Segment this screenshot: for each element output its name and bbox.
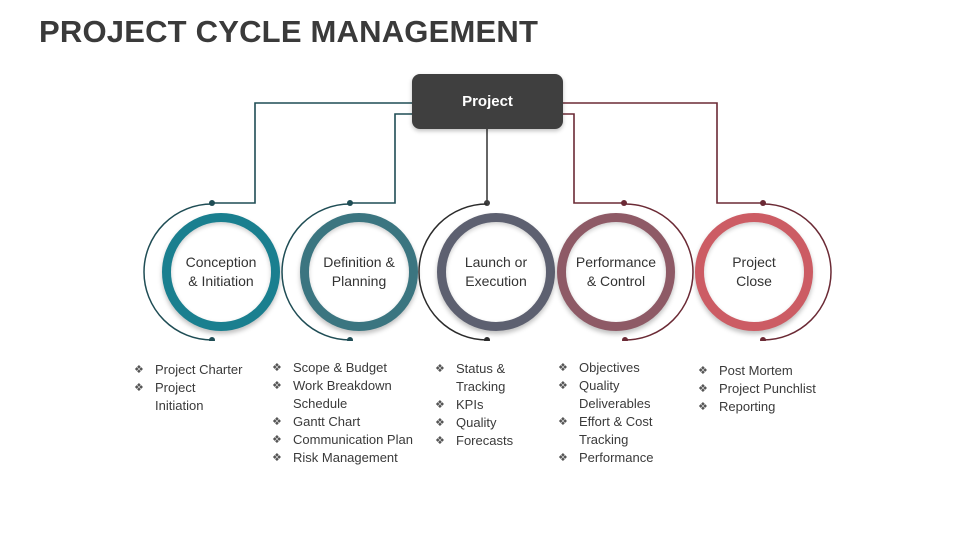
list-item: Reporting [698, 398, 833, 416]
stage-disc: Launch or Execution [437, 213, 555, 331]
stage-disc: Project Close [695, 213, 813, 331]
list-item: Communication Plan [272, 431, 432, 449]
stage-items-definition: Scope & Budget Work Breakdown Schedule G… [272, 359, 432, 467]
stage-label: Launch or Execution [464, 254, 528, 289]
list-item: Project Initiation [134, 379, 225, 415]
stage-outer-ring [622, 203, 694, 341]
connector-performance [562, 113, 624, 204]
connector-conception [212, 102, 413, 204]
list-item: Scope & Budget [272, 359, 432, 377]
stage-label: Project Close [732, 254, 776, 289]
stage-disc: Performance & Control [557, 213, 675, 331]
stage-label: Performance & Control [575, 254, 657, 289]
stage-items-launch: Status & Tracking KPIs Quality Forecasts [435, 360, 545, 450]
stage-items-conception: Project Charter Project Initiation [134, 361, 259, 415]
connector-definition [350, 113, 413, 204]
list-item: Status & Tracking [435, 360, 518, 396]
stage-disc: Definition & Planning [300, 213, 418, 331]
root-label: Project [462, 93, 513, 110]
list-item: Performance [558, 449, 678, 467]
list-item: Effort & Cost Tracking [558, 413, 669, 449]
list-item: Project Punchlist [698, 380, 833, 398]
stage-outer-ring [760, 203, 832, 341]
stage-label: Definition & Planning [323, 254, 395, 289]
stage-performance: Performance & Control [556, 203, 694, 341]
stage-outer-ring [143, 203, 215, 341]
stage-outer-ring [418, 203, 490, 341]
list-item: Gantt Chart [272, 413, 432, 431]
stage-conception: Conception & Initiation [143, 203, 281, 341]
list-item: Post Mortem [698, 362, 833, 380]
stage-items-close: Post Mortem Project Punchlist Reporting [698, 362, 833, 416]
list-item: KPIs [435, 396, 545, 414]
list-item: Quality [435, 414, 545, 432]
stage-disc: Conception & Initiation [162, 213, 280, 331]
stage-outer-ring [281, 203, 353, 341]
stage-launch: Launch or Execution [418, 203, 556, 341]
list-item: Work Breakdown Schedule [272, 377, 408, 413]
stage-items-performance: Objectives Quality Deliverables Effort &… [558, 359, 678, 467]
page-title: PROJECT CYCLE MANAGEMENT [39, 14, 539, 49]
list-item: Quality Deliverables [558, 377, 659, 413]
list-item: Project Charter [134, 361, 259, 379]
connector-close [562, 102, 763, 204]
list-item: Objectives [558, 359, 678, 377]
stage-definition: Definition & Planning [281, 203, 419, 341]
list-item: Risk Management [272, 449, 432, 467]
root-node-project: Project [412, 74, 563, 129]
stage-label: Conception & Initiation [185, 254, 257, 289]
list-item: Forecasts [435, 432, 545, 450]
stage-close: Project Close [694, 203, 832, 341]
